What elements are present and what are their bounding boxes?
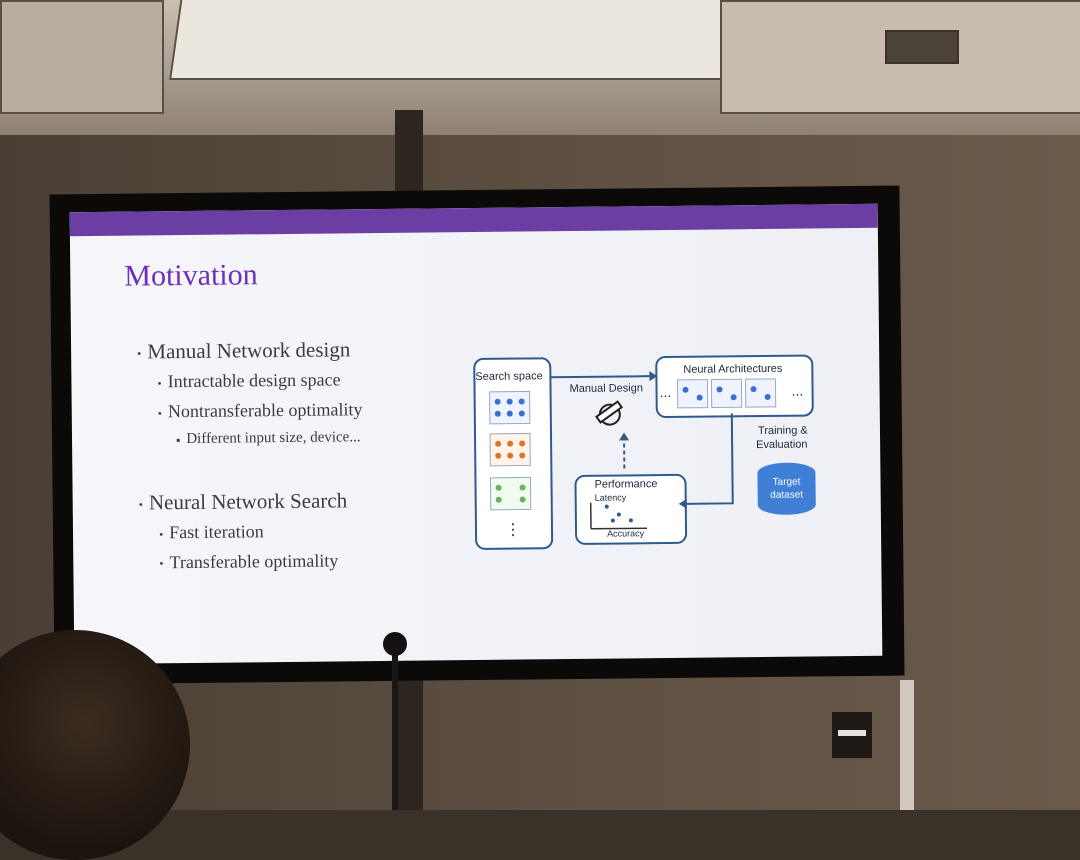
slide: Motivation •Manual Network design •Intra… bbox=[70, 204, 883, 664]
bullet: •Manual Network design bbox=[137, 335, 362, 368]
wall-outlet bbox=[832, 712, 872, 758]
target-dataset-cylinder: Target dataset bbox=[757, 462, 816, 515]
sub-bullet: •Nontransferable optimality bbox=[158, 395, 363, 427]
sub-sub-bullet: ▪Different input size, device... bbox=[176, 425, 363, 452]
neural-architectures-label: Neural Architectures bbox=[683, 363, 782, 376]
accuracy-label: Accuracy bbox=[607, 528, 644, 538]
wrench-icon bbox=[596, 402, 622, 425]
arrow-head bbox=[619, 432, 629, 440]
sub-bullet: •Fast iteration bbox=[159, 516, 364, 548]
arrow-feedback bbox=[684, 413, 733, 503]
sub-bullet: •Intractable design space bbox=[157, 365, 362, 397]
vertical-ellipsis: ⋮ bbox=[505, 520, 521, 540]
wall-pipe bbox=[900, 680, 914, 810]
dataset-label: dataset bbox=[758, 489, 816, 501]
slide-title: Motivation bbox=[124, 258, 258, 293]
evaluation-label: Evaluation bbox=[756, 439, 807, 452]
ellipsis-right: ... bbox=[791, 383, 803, 399]
sub-bullet: •Transferable optimality bbox=[159, 546, 364, 578]
ellipsis-left: ... bbox=[659, 384, 671, 400]
performance-label: Performance bbox=[594, 478, 657, 491]
ceiling-panel bbox=[0, 0, 164, 114]
manual-design-label: Manual Design bbox=[569, 382, 642, 395]
search-space-label: Search space bbox=[475, 370, 542, 383]
bullet: •Neural Network Search bbox=[139, 486, 364, 519]
training-label: Training & bbox=[758, 425, 808, 438]
arrow-manual-design bbox=[549, 376, 649, 377]
bullet-list: •Manual Network design •Intractable desi… bbox=[137, 335, 364, 578]
ceiling-panel bbox=[169, 0, 745, 80]
microphone-stand bbox=[392, 645, 398, 810]
microphone bbox=[383, 632, 407, 656]
target-label: Target bbox=[757, 476, 815, 488]
ceiling bbox=[0, 0, 1080, 135]
ceiling-vent bbox=[885, 30, 959, 64]
latency-label: Latency bbox=[595, 492, 627, 502]
